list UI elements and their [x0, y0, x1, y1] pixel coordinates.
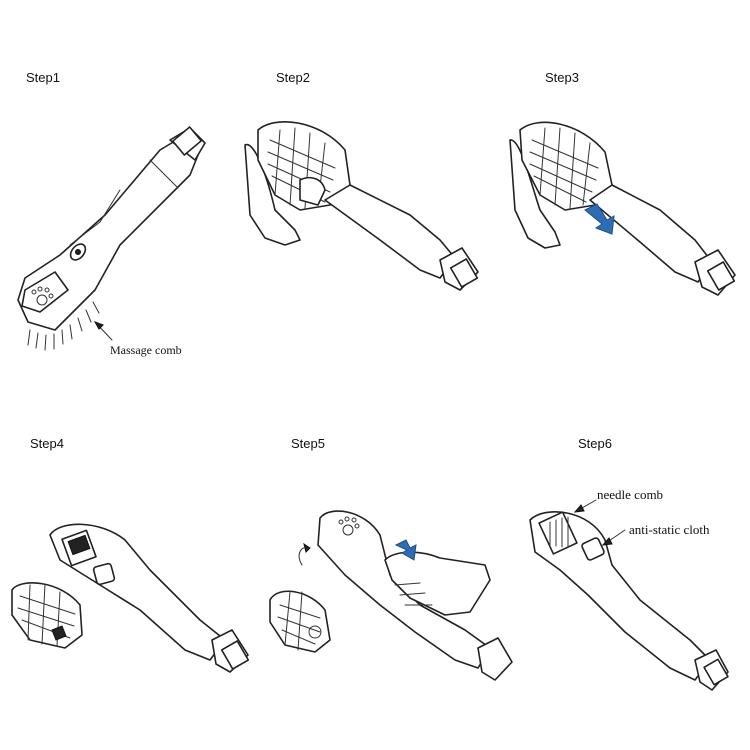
step6-label: Step6 [578, 436, 612, 451]
anti-static-cloth-callout: anti-static cloth [629, 522, 710, 537]
pull-direction-arrow [584, 203, 615, 235]
press-direction-arrow [394, 539, 417, 561]
detached-comb [269, 590, 331, 653]
anti-static-cloth [581, 537, 605, 561]
paw-icon [31, 286, 54, 306]
massage-comb-callout: Massage comb [110, 343, 182, 357]
needle-comb-callout: needle comb [597, 487, 664, 502]
step3-label: Step3 [545, 70, 579, 85]
step2-label: Step2 [276, 70, 310, 85]
needle-comb [538, 511, 578, 555]
detached-comb [11, 582, 83, 649]
step4-label: Step4 [30, 436, 64, 451]
step5-label: Step5 [291, 436, 325, 451]
paw-icon [338, 516, 360, 536]
step1-label: Step1 [26, 70, 60, 85]
